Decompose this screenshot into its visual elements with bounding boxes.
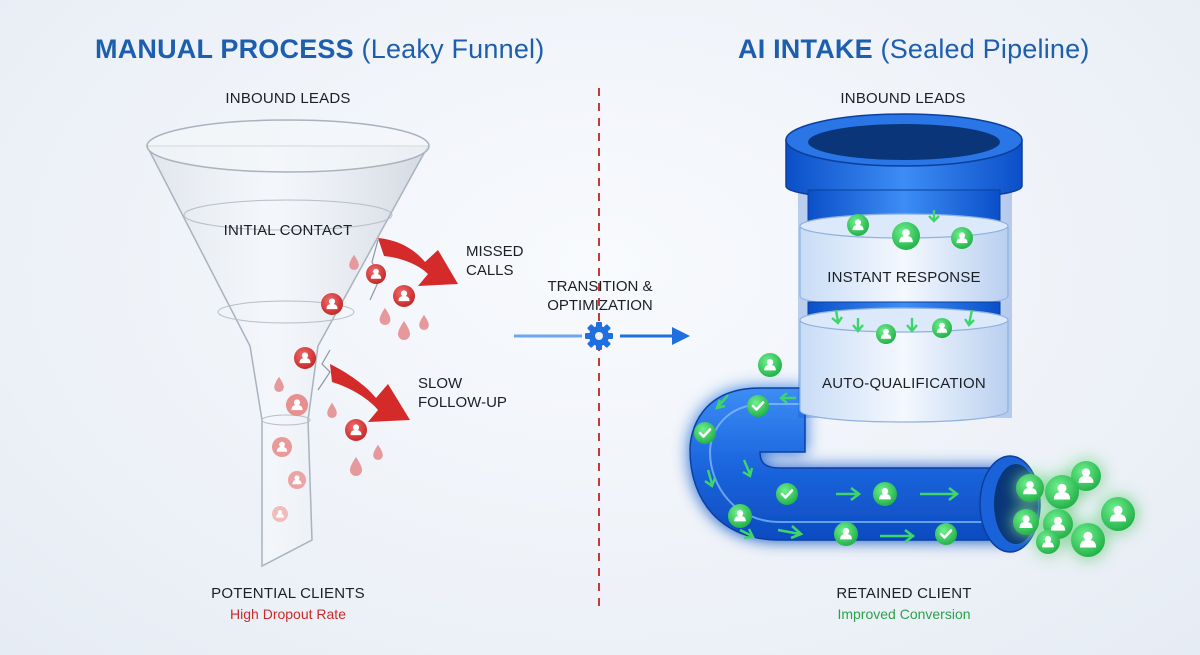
gear-icon — [585, 322, 613, 350]
right-title-light: (Sealed Pipeline) — [880, 34, 1090, 64]
retained-client-label: RETAINED CLIENT — [836, 585, 972, 602]
missed-calls-line2: CALLS — [466, 262, 514, 279]
potential-clients-label: POTENTIAL CLIENTS — [211, 585, 365, 602]
leaking-leads — [272, 254, 429, 522]
leak-arrow-missed-calls — [378, 238, 458, 286]
slow-follow-up-line2: FOLLOW-UP — [418, 394, 507, 411]
right-title-bold: AI INTAKE — [738, 34, 873, 64]
slow-follow-up-line1: SLOW — [418, 375, 463, 392]
right-title: AI INTAKE (Sealed Pipeline) — [738, 34, 1090, 65]
leaky-funnel — [145, 119, 430, 568]
left-title-light: (Leaky Funnel) — [361, 34, 545, 64]
retained-clients-cluster — [1013, 461, 1135, 557]
missed-calls-line1: MISSED — [466, 243, 524, 260]
left-title: MANUAL PROCESS (Leaky Funnel) — [95, 34, 544, 65]
initial-contact-label: INITIAL CONTACT — [223, 222, 353, 239]
transition-label: TRANSITION & OPTIMIZATION — [547, 277, 653, 315]
leak-arrow-slow-follow-up — [330, 364, 410, 422]
pipeline-flow — [694, 210, 975, 546]
transition-line1: TRANSITION & — [547, 278, 653, 295]
improved-conversion-label: Improved Conversion — [837, 606, 971, 622]
transition-arrow — [514, 327, 690, 345]
left-title-bold: MANUAL PROCESS — [95, 34, 354, 64]
slow-follow-up-label: SLOW FOLLOW-UP — [418, 374, 507, 412]
instant-response-label: INSTANT RESPONSE — [827, 269, 981, 286]
left-inbound-leads-label: INBOUND LEADS — [225, 90, 351, 107]
auto-qualification-label: AUTO-QUALIFICATION — [822, 375, 986, 392]
transition-line2: OPTIMIZATION — [547, 297, 653, 314]
sealed-pipeline — [689, 113, 1041, 553]
right-inbound-leads-label: INBOUND LEADS — [840, 90, 966, 107]
missed-calls-label: MISSED CALLS — [466, 242, 524, 280]
high-dropout-rate-label: High Dropout Rate — [230, 606, 346, 622]
